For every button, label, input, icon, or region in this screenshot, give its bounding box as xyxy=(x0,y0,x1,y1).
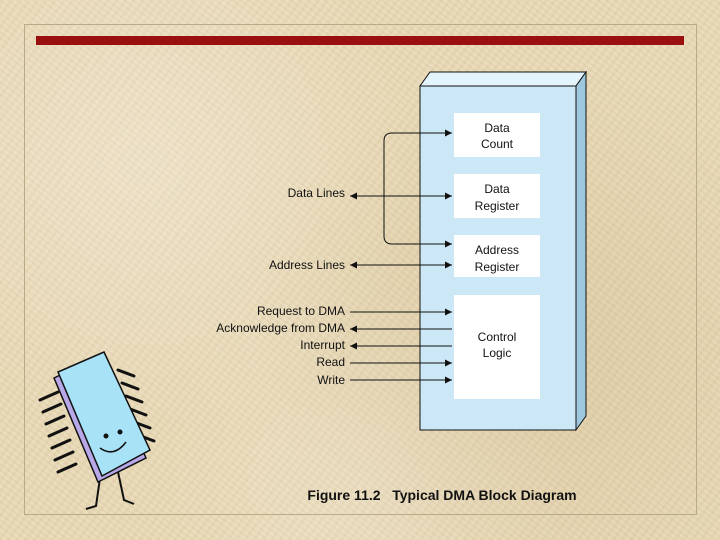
chip-mascot-left-pins xyxy=(38,390,78,474)
signal-read-label: Read xyxy=(316,355,345,369)
dma-module-top-face xyxy=(419,71,587,87)
figure-caption: Figure 11.2 Typical DMA Block Diagram xyxy=(307,487,576,503)
block-address-register: Address Register xyxy=(454,235,540,277)
title-bar xyxy=(36,36,684,45)
internal-data-bus xyxy=(383,132,452,248)
signal-request-label: Request to DMA xyxy=(257,304,345,318)
chip-mascot-body xyxy=(57,351,151,478)
block-address-register-label-2: Register xyxy=(475,260,520,274)
block-address-register-box xyxy=(454,235,540,277)
chip-mascot-illustration xyxy=(38,351,156,510)
signal-acknowledge-label: Acknowledge from DMA xyxy=(216,321,345,335)
block-address-register-label-1: Address xyxy=(475,243,519,257)
block-control-logic-label-2: Logic xyxy=(483,346,512,360)
chip-mascot-right-leg xyxy=(117,471,135,505)
block-data-register-box xyxy=(454,174,540,218)
block-data-register-label-1: Data xyxy=(484,182,510,196)
block-control-logic-box xyxy=(454,295,540,399)
slide-frame xyxy=(24,24,697,515)
chip-mascot-eye-right xyxy=(117,429,123,435)
signal-interrupt-label: Interrupt xyxy=(300,338,345,352)
block-data-count-label-2: Count xyxy=(481,137,514,151)
signal-write-label: Write xyxy=(317,373,345,387)
chip-mascot-smile xyxy=(99,441,127,453)
block-data-register-label-2: Register xyxy=(475,199,520,213)
block-control-logic-label-1: Control xyxy=(478,330,517,344)
control-signals: Request to DMA Acknowledge from DMA Inte… xyxy=(216,304,452,387)
block-data-count: Data Count xyxy=(454,113,540,157)
block-data-register: Data Register xyxy=(454,174,540,218)
block-control-logic: Control Logic xyxy=(454,295,540,399)
address-lines-label: Address Lines xyxy=(269,258,345,272)
chip-mascot-left-leg xyxy=(85,477,101,510)
block-data-count-box xyxy=(454,113,540,157)
dma-module-side-face xyxy=(575,70,587,432)
chip-mascot-eye-left xyxy=(103,433,109,439)
block-data-count-label-1: Data xyxy=(484,121,510,135)
data-lines-label: Data Lines xyxy=(288,186,345,200)
